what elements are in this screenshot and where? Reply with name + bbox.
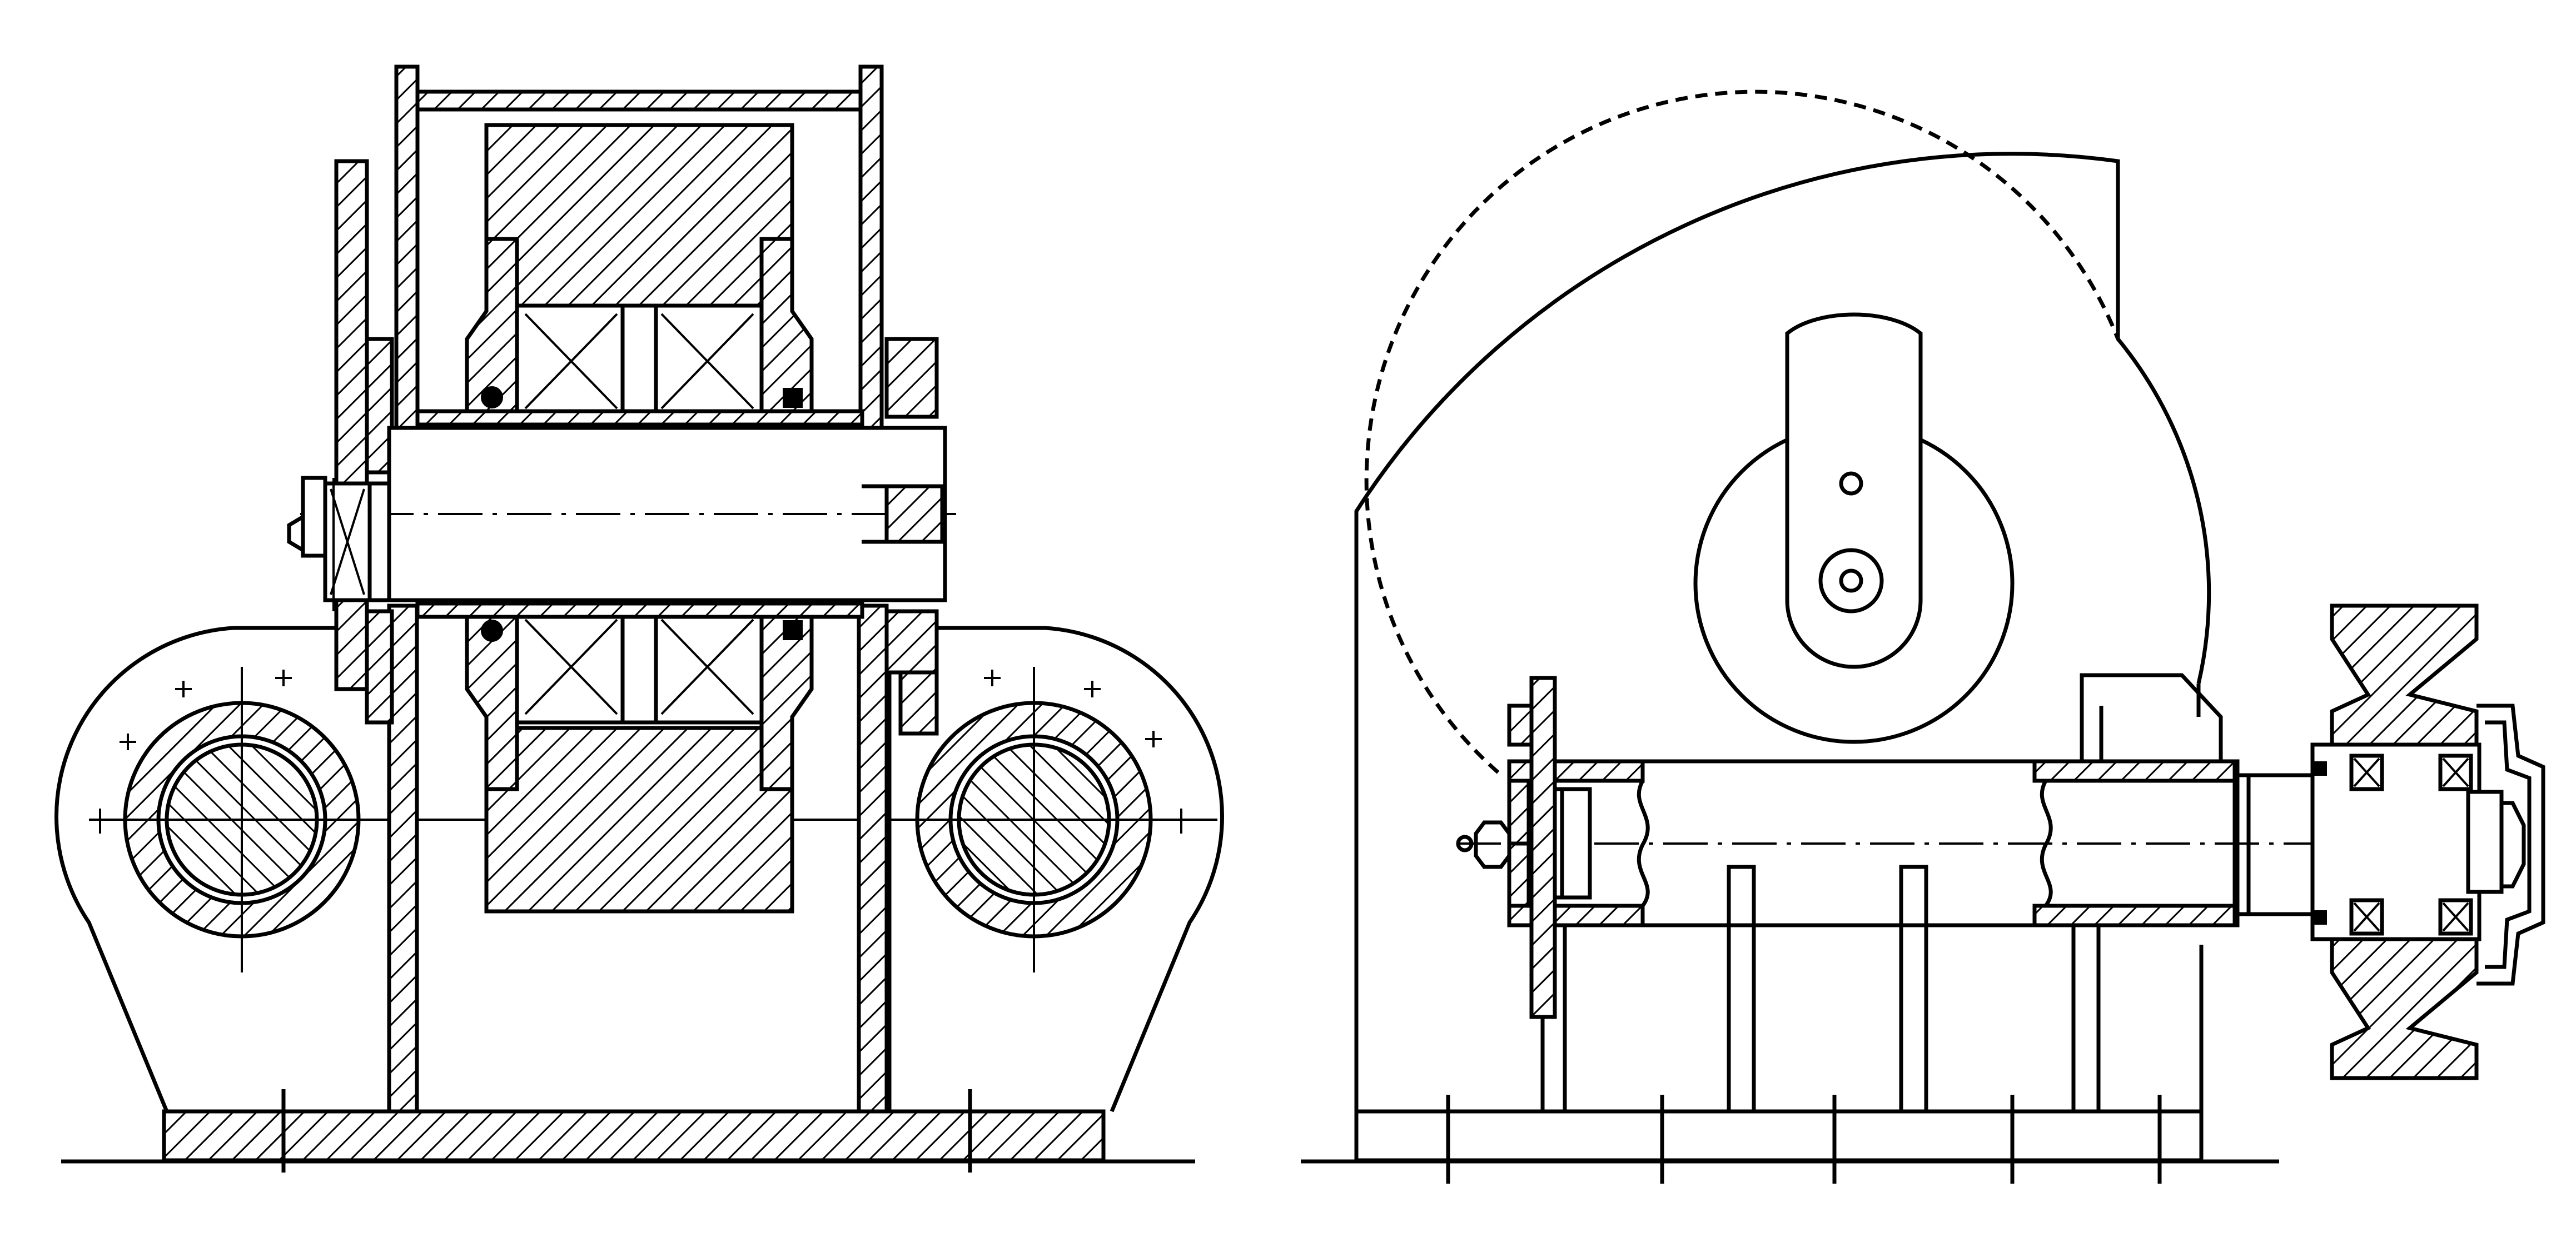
flange-plate-left-outer [334, 159, 369, 691]
rotor-block-top [484, 123, 794, 311]
front-section-view [54, 64, 1224, 1173]
supports [1540, 865, 2101, 1114]
flange-plate-right-tab [898, 670, 939, 736]
bearing-seat-bot-right [759, 615, 814, 791]
base-rail-ticks [1446, 1095, 2162, 1184]
bearing-cap [2466, 704, 2545, 986]
bearing-seat-top-right [759, 237, 814, 413]
bearing-pair-lower [515, 609, 764, 725]
shaft-nut-left [287, 513, 305, 554]
flange-plate [1456, 676, 1557, 1019]
end-bearing [301, 476, 391, 611]
main-shaft [300, 426, 956, 602]
seal-rings [415, 386, 864, 642]
upper-plate-left [394, 64, 420, 480]
flange-plate-right-low [884, 609, 939, 675]
side-wall-right [857, 603, 889, 1114]
marker-crosses [120, 670, 1162, 750]
shaft-tube [1456, 759, 2435, 927]
base-plate [162, 1109, 1106, 1163]
side-view [1301, 89, 2545, 1184]
lug-housing [54, 626, 1224, 1113]
flange-plate-left-low [365, 609, 394, 725]
bearing-seat-top-left [465, 237, 519, 413]
base-rail [1354, 1109, 2204, 1163]
shaft-collar-right [884, 484, 944, 544]
circle-dashed [1364, 89, 2120, 774]
pulley-bearings [2313, 754, 2473, 936]
crank-arm [1785, 312, 1923, 669]
flange-plate-right-upper [884, 337, 939, 419]
bracket-block [2080, 673, 2223, 761]
pulley [2310, 603, 2481, 1080]
bearing-pair-upper [515, 303, 764, 419]
top-cover [415, 89, 863, 112]
housing-outline [1354, 152, 2211, 1111]
bearing-seat-bot-left [465, 615, 519, 791]
rotor-block-bottom [484, 726, 794, 914]
